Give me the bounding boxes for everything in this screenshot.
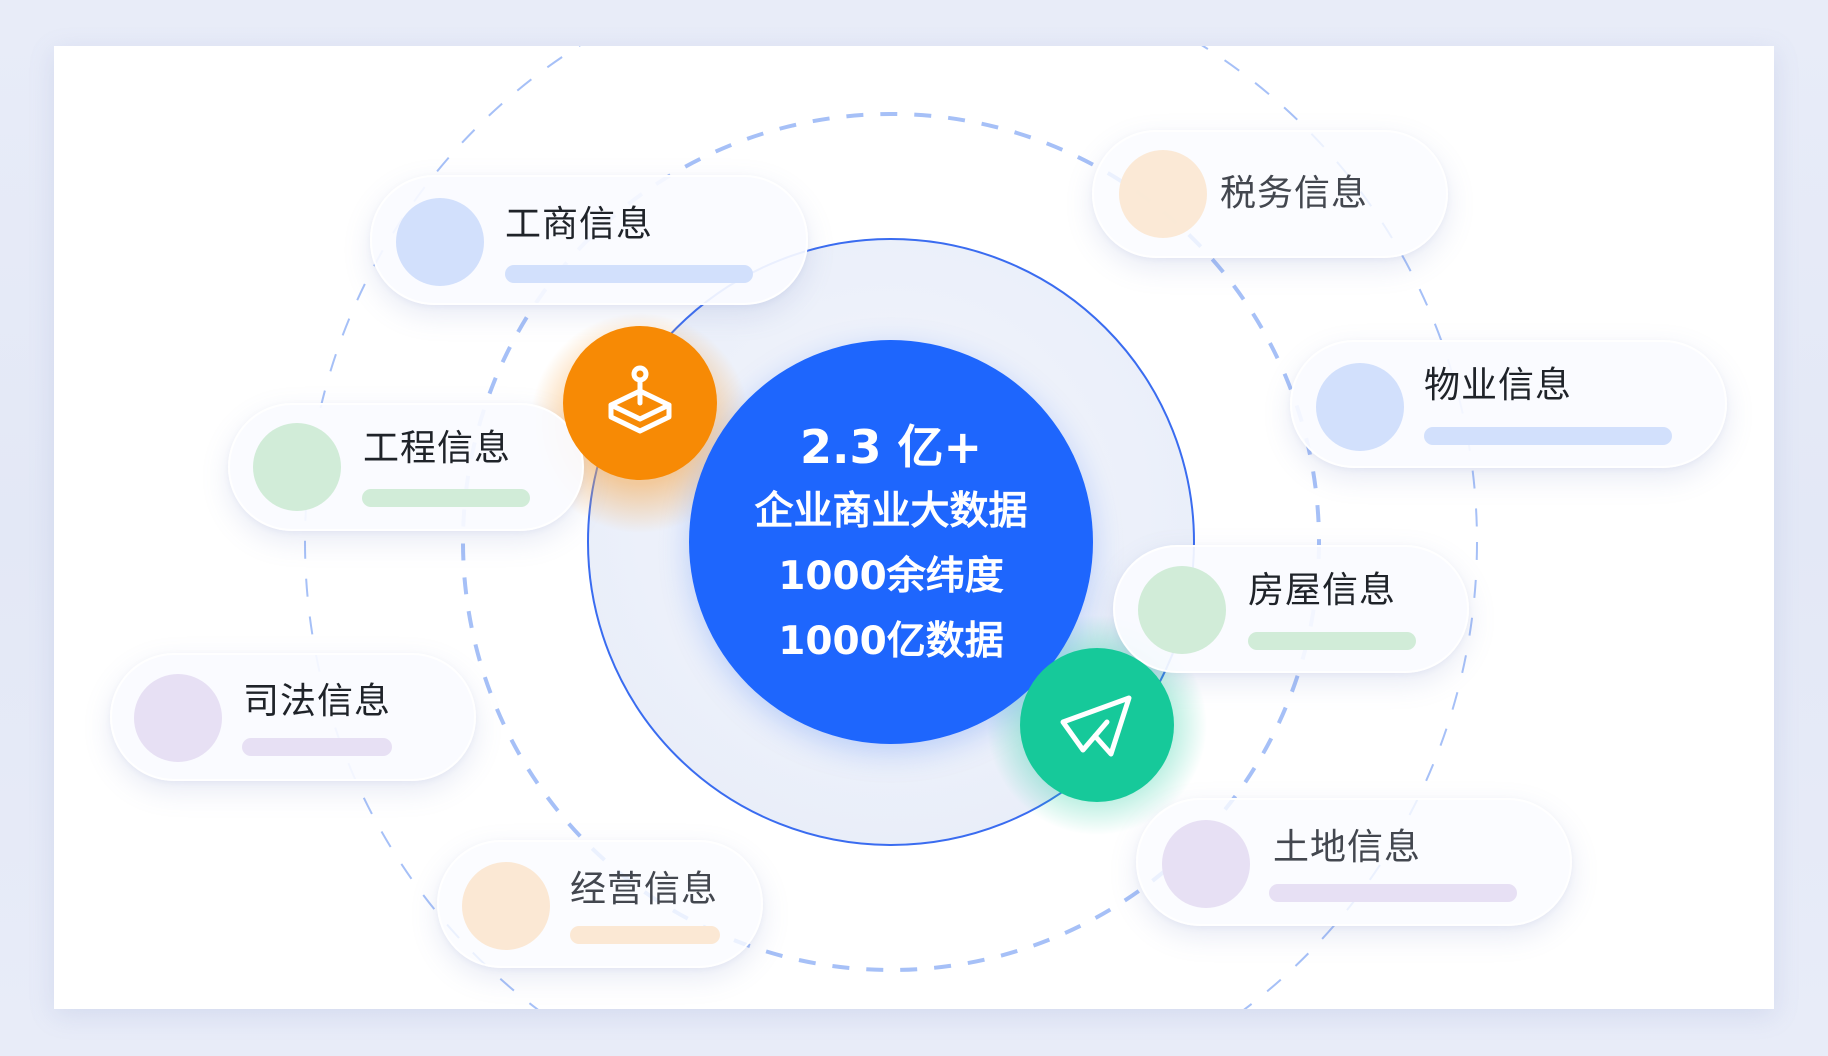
card-dot <box>1119 150 1207 238</box>
card-dot <box>396 198 484 286</box>
card-bar <box>570 926 720 944</box>
diagram-panel: 2.3 亿+ 企业商业大数据 1000余纬度 1000亿数据 工商信息 税务信息… <box>54 46 1774 1009</box>
card-label: 经营信息 <box>570 869 719 910</box>
outer-dashed-ring <box>304 46 1478 1009</box>
card-fangwu: 房屋信息 <box>1113 545 1469 673</box>
card-dot <box>1316 363 1404 451</box>
hub-circle: 2.3 亿+ 企业商业大数据 1000余纬度 1000亿数据 <box>689 340 1093 744</box>
card-bar <box>505 265 753 283</box>
card-gongcheng: 工程信息 <box>228 403 584 531</box>
inner-dashed-ring <box>461 112 1321 972</box>
card-bar <box>1269 884 1517 902</box>
card-shuiwu: 税务信息 <box>1092 130 1448 258</box>
card-bar <box>362 489 530 507</box>
card-bar <box>1424 427 1672 445</box>
card-label: 司法信息 <box>243 681 392 722</box>
card-wuye: 物业信息 <box>1290 340 1727 468</box>
card-label: 税务信息 <box>1220 173 1369 214</box>
card-dot <box>253 423 341 511</box>
card-jingying: 经营信息 <box>437 840 763 968</box>
card-dot <box>134 674 222 762</box>
card-label: 土地信息 <box>1273 827 1422 868</box>
card-dot <box>1138 566 1226 654</box>
card-label: 房屋信息 <box>1248 570 1397 611</box>
card-sifa: 司法信息 <box>110 653 476 781</box>
paper-plane-icon <box>1060 695 1132 757</box>
card-dot <box>1162 820 1250 908</box>
card-bar <box>242 738 392 756</box>
card-tudi: 土地信息 <box>1136 798 1572 926</box>
card-label: 物业信息 <box>1424 365 1573 406</box>
card-bar <box>1248 632 1416 650</box>
card-dot <box>462 862 550 950</box>
card-label: 工程信息 <box>363 428 512 469</box>
hub-line-2: 1000余纬度 <box>778 553 1004 599</box>
data-box-pin-icon <box>608 365 672 434</box>
orange-badge <box>563 326 717 480</box>
hub-line-1: 企业商业大数据 <box>754 488 1028 534</box>
green-badge <box>1020 648 1174 802</box>
card-gongshang: 工商信息 <box>370 175 808 305</box>
card-label: 工商信息 <box>505 204 654 245</box>
hub-line-3: 1000亿数据 <box>778 618 1004 664</box>
hub-headline: 2.3 亿+ <box>799 419 983 474</box>
